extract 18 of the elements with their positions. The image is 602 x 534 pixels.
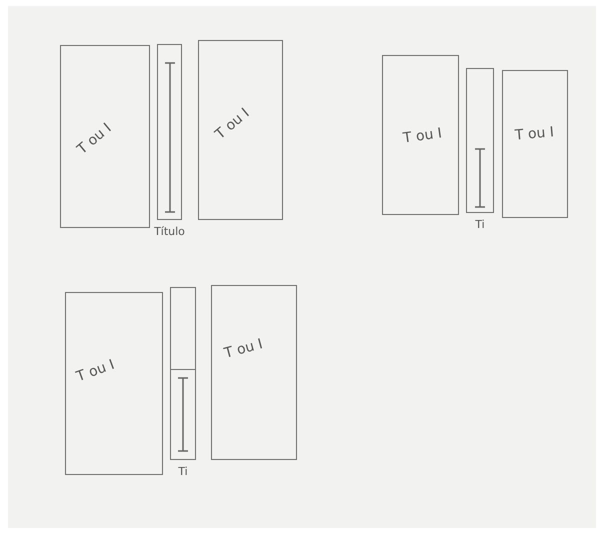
content-panel (211, 285, 297, 460)
content-panel (60, 45, 150, 228)
content-panel (65, 292, 163, 475)
strip-caption: Ti (475, 218, 485, 231)
content-panel (502, 70, 568, 218)
sidebar-strip (170, 287, 196, 460)
panel-label: T ou I (74, 356, 117, 386)
panel-label: T ou I (514, 124, 555, 144)
sidebar-strip (157, 44, 182, 220)
strip-caption: Título (154, 225, 185, 238)
panel-label: T ou I (402, 125, 443, 147)
content-panel (198, 40, 283, 220)
panel-label: T ou I (222, 336, 264, 362)
panel-label: T ou I (74, 120, 115, 158)
sidebar-strip (466, 68, 494, 213)
panel-label: T ou I (212, 105, 253, 143)
strip-caption: Ti (178, 465, 188, 478)
content-panel (382, 55, 459, 215)
